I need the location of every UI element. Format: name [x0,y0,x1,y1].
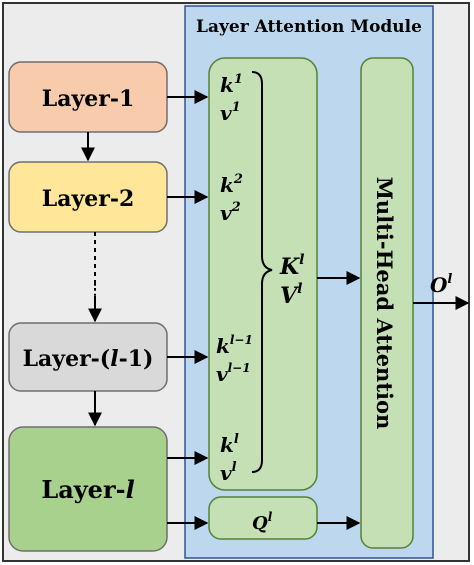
layer-l-minus-1-label: Layer-(l-1) [23,346,154,372]
kl-label: kl [220,432,239,457]
module-title: Layer Attention Module [196,17,422,37]
mha-label: Multi-Head Attention [372,177,397,430]
v2-label: v2 [220,200,241,225]
k2-label: k2 [220,172,243,197]
k-l-minus-1-label: kl−1 [216,333,253,358]
brace-icon [251,71,273,473]
K-label: Kl [279,252,304,280]
output-label: Ol [430,272,452,297]
layer-l-box [8,426,168,552]
layer-2-label: Layer-2 [42,186,135,212]
v1-label: v1 [220,100,241,125]
kv-labels: k1 v1 k2 v2 kl−1 vl−1 kl vl [216,72,253,485]
ellipsis: ⋮ [88,282,102,298]
V-label: Vl [280,281,302,309]
k1-label: k1 [220,72,243,97]
layer-l-label: Layer-l [41,475,134,504]
kv-box [208,57,318,491]
v-l-minus-1-label: vl−1 [216,361,251,386]
layer-1-label: Layer-1 [42,86,135,112]
vl-label: vl [220,460,237,485]
q-box [208,496,318,540]
Q-label: Ql [252,510,273,534]
